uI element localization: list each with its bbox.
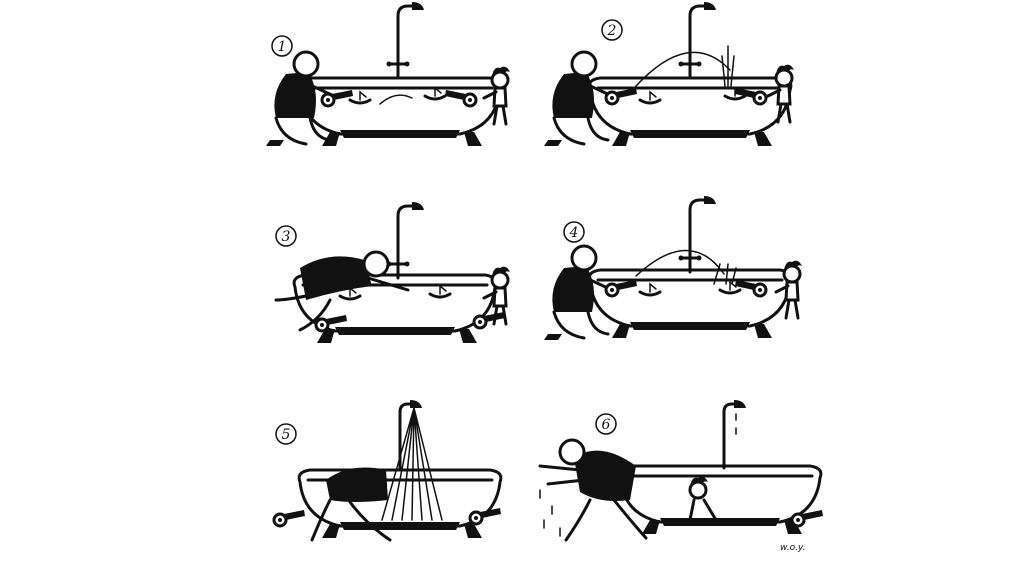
artist-signature: w.o.y. bbox=[780, 543, 806, 553]
panel-3: 3 bbox=[274, 200, 512, 345]
dripping-man bbox=[538, 438, 648, 542]
panel-5-number: 5 bbox=[282, 427, 291, 443]
panel-3-number: 3 bbox=[282, 229, 291, 245]
panel-6: 6 w.o.y. bbox=[538, 400, 825, 553]
shower-spray bbox=[381, 407, 443, 521]
man-leaning-over-tub bbox=[274, 250, 410, 332]
panel-1-number: 1 bbox=[278, 39, 287, 55]
man-in-tub bbox=[310, 467, 392, 542]
panel-1: 1 bbox=[264, 0, 512, 148]
panel-2-number: 2 bbox=[607, 23, 617, 39]
panel-6-number: 6 bbox=[602, 417, 611, 433]
panel-4: 4 bbox=[542, 194, 804, 342]
panel-2: 2 bbox=[542, 0, 796, 148]
panel-5: 5 bbox=[272, 400, 503, 542]
kid-in-tub bbox=[688, 476, 718, 522]
panel-4-number: 4 bbox=[569, 225, 579, 241]
